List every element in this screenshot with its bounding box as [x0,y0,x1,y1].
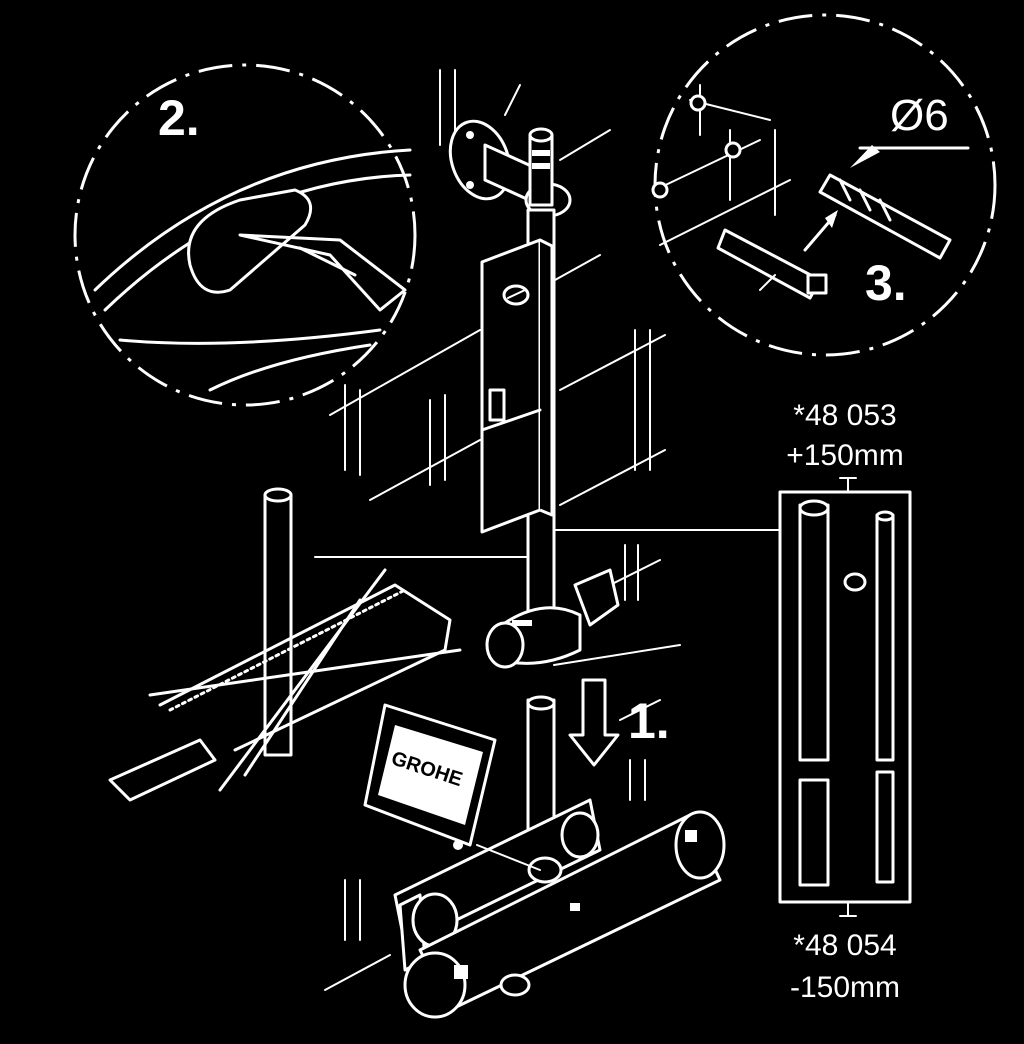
thermostat-mixer [393,798,726,1019]
spirit-level [480,238,554,534]
step-1-label: 1. [628,693,670,749]
wall-bracket [448,84,572,218]
step-3-label: 3. [865,255,907,311]
step1-arrow [568,678,620,767]
kit-long-length-change: +150mm [786,439,904,472]
detail-circle-2 [73,63,417,407]
grease-sachet: GROHE [363,703,497,850]
detail-circle-3 [651,13,997,357]
shower-head-holder [485,568,620,669]
kit-long-part-number: *48 053 [793,399,896,432]
kit-short-part-number: *48 054 [793,929,896,962]
step-2-label: 2. [158,90,200,146]
wall-tile-grid [324,69,666,991]
extension-kits-panel [778,477,912,917]
drill-diameter-label: Ø6 [890,91,949,140]
kit-short-length-change: -150mm [790,971,900,1004]
leader-lines [314,529,781,871]
hacksaw [108,487,462,802]
